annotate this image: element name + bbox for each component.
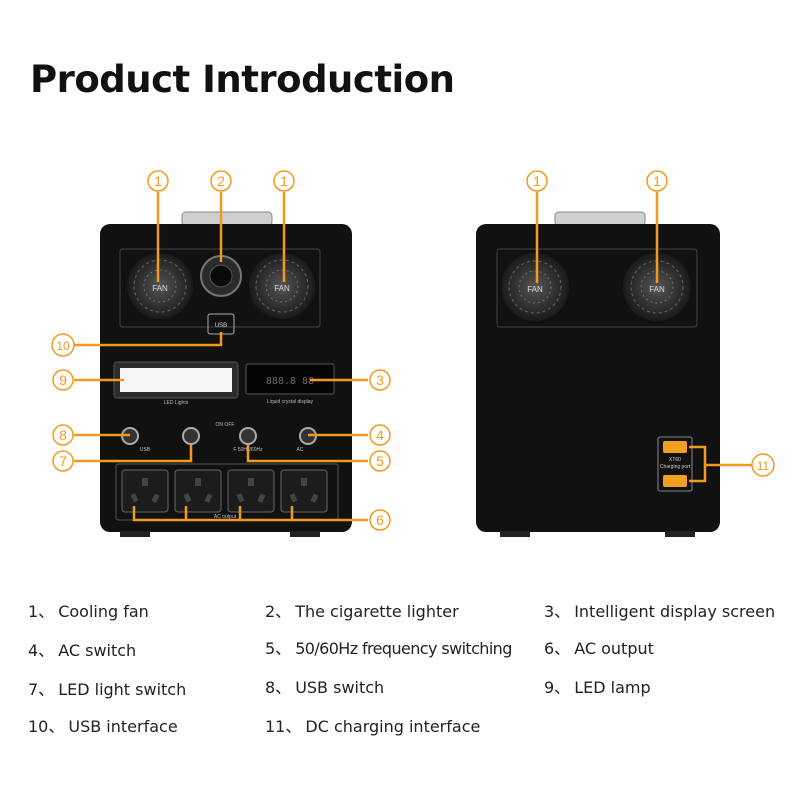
legend-num: 8、 <box>265 678 292 697</box>
usb-switch-label: USB <box>140 447 151 453</box>
legend-num: 7、 <box>28 680 55 699</box>
legend-label: The cigarette lighter <box>295 602 459 621</box>
legend-num: 1、 <box>28 602 55 621</box>
callout-1b: 1 <box>273 170 295 192</box>
legend-item: 3、Intelligent display screen <box>544 598 775 622</box>
frequency-switch <box>239 427 257 445</box>
svg-text:2: 2 <box>217 173 225 189</box>
legend-label: AC output <box>574 639 654 658</box>
callout-5: 5 <box>369 450 391 472</box>
dc-charging-port-top <box>663 441 687 453</box>
front-fan-right-label: FAN <box>274 284 290 293</box>
led-lamp <box>120 368 232 392</box>
svg-text:1: 1 <box>533 173 541 189</box>
legend-item: 6、AC output <box>544 635 654 659</box>
legend-item: 1、Cooling fan <box>28 598 149 622</box>
callout-1a: 1 <box>147 170 169 192</box>
legend-label: USB switch <box>295 678 385 697</box>
legend-num: 11、 <box>265 717 302 736</box>
callout-6: 6 <box>369 509 391 531</box>
legend-item: 10、USB interface <box>28 713 178 737</box>
svg-text:5: 5 <box>376 453 384 469</box>
svg-text:8: 8 <box>59 427 67 443</box>
legend-label: AC switch <box>58 641 137 660</box>
callout-7: 7 <box>52 450 74 472</box>
legend-label: 50/60Hz frequency switching <box>295 639 512 658</box>
svg-text:1: 1 <box>154 173 162 189</box>
svg-text:4: 4 <box>376 427 384 443</box>
front-fan-left <box>127 253 193 319</box>
legend-num: 10、 <box>28 717 65 736</box>
back-fan-panel <box>496 248 698 328</box>
callout-8: 8 <box>52 424 74 446</box>
legend-item: 7、LED light switch <box>28 676 186 700</box>
front-handle <box>181 211 273 227</box>
ac-label: AC <box>297 447 304 453</box>
callout-11: 11 <box>751 453 775 477</box>
callout-1c: 1 <box>526 170 548 192</box>
legend-label: Intelligent display screen <box>574 602 776 621</box>
legend-item: 9、LED lamp <box>544 674 651 698</box>
legend-item: 4、AC switch <box>28 637 136 661</box>
callout-4: 4 <box>369 424 391 446</box>
charging-port-label: Charging port <box>660 464 691 470</box>
callouts: 1 2 1 10 9 3 8 4 7 5 6 1 1 11 <box>51 170 775 531</box>
back-fan-right-label: FAN <box>649 285 665 294</box>
legend-item: 2、The cigarette lighter <box>265 598 459 622</box>
svg-text:3: 3 <box>376 372 384 388</box>
legend-num: 4、 <box>28 641 55 660</box>
back-fan-left-label: FAN <box>527 285 543 294</box>
legend-item: 11、DC charging interface <box>265 713 480 737</box>
svg-text:1: 1 <box>653 173 661 189</box>
callout-lines <box>74 192 752 522</box>
on-off-label: ON OFF <box>216 422 235 428</box>
front-fan-left-label: FAN <box>152 284 168 293</box>
dc-charging-port-bottom <box>663 475 687 487</box>
dc-label: XT60 <box>669 457 681 463</box>
legend-item: 5、50/60Hz frequency switching <box>265 635 512 659</box>
back-foot-left <box>500 531 530 537</box>
svg-text:888.8 88: 888.8 88 <box>266 376 314 387</box>
page-title: Product Introduction <box>30 58 455 101</box>
legend-num: 5、 <box>265 639 292 658</box>
callout-1d: 1 <box>646 170 668 192</box>
usb-port-label: USB <box>215 323 227 329</box>
dc-charging-panel <box>657 436 693 492</box>
callout-10: 10 <box>51 333 75 357</box>
legend-num: 3、 <box>544 602 571 621</box>
legend-num: 6、 <box>544 639 571 658</box>
led-lamp-label: LED Lights <box>164 400 189 406</box>
svg-text:6: 6 <box>376 512 384 528</box>
front-fan-right <box>249 253 315 319</box>
ac-outlets <box>121 469 328 513</box>
led-light-switch <box>182 427 200 445</box>
callout-3: 3 <box>369 369 391 391</box>
callout-2: 2 <box>210 170 232 192</box>
back-foot-right <box>665 531 695 537</box>
svg-text:1: 1 <box>280 173 288 189</box>
legend-item: 8、USB switch <box>265 674 384 698</box>
back-fan-left <box>501 253 569 321</box>
front-foot-left <box>120 531 150 537</box>
svg-text:11: 11 <box>757 459 770 473</box>
ac-output-label: AC output <box>214 514 237 520</box>
svg-text:9: 9 <box>59 372 67 388</box>
legend-num: 9、 <box>544 678 571 697</box>
front-foot-right <box>290 531 320 537</box>
legend-label: Cooling fan <box>58 602 149 621</box>
legend-label: DC charging interface <box>305 717 481 736</box>
back-device: FAN FAN XT60 Charging port <box>476 211 720 537</box>
callout-9: 9 <box>52 369 74 391</box>
back-handle <box>554 211 646 227</box>
legend-num: 2、 <box>265 602 292 621</box>
svg-text:10: 10 <box>56 339 70 353</box>
front-device: FAN FAN USB LED Lights 888.8 88 Liquid c… <box>100 211 352 537</box>
legend-label: USB interface <box>68 717 178 736</box>
legend-label: LED lamp <box>574 678 651 697</box>
legend-label: LED light switch <box>58 680 187 699</box>
lcd-display-caption: Liquid crystal display <box>267 399 314 405</box>
svg-text:7: 7 <box>59 453 67 469</box>
